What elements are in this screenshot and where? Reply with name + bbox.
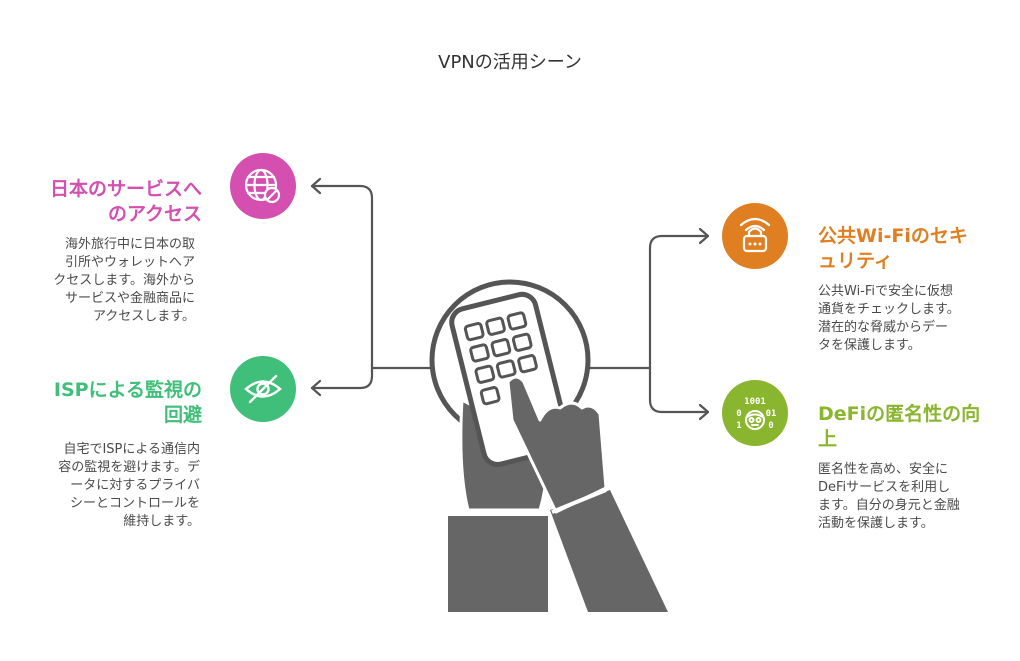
binary-row2-right: 01 [766,409,777,419]
desc-line: 自宅でISPによる通信内 [63,442,200,457]
left-sleeve [448,516,548,612]
binary-row1: 1001 [744,397,766,407]
right-sleeve [550,490,668,612]
wifi-lock-icon [722,203,788,269]
right-hand [506,375,608,514]
desc-line: 容の監視を避けます。デ [58,460,200,475]
heading-line: 上 [818,428,838,450]
desc-line: シーとコントロールを [69,496,200,511]
desc-line: 潜在的な脅威からデー [818,320,949,335]
cuff-line [551,488,607,514]
heading-line: ュリティ [818,250,893,272]
desc-line: 公共Wi-Fiで安全に仮想 [818,284,954,299]
desc-line: アクセスします。 [92,309,195,324]
item-heading-isp-avoid: ISPによる監視の 回避 [20,378,202,428]
item-desc-public-wifi: 公共Wi-Fiで安全に仮想 通貨をチェックします。 潜在的な脅威からデー タを保… [818,283,1008,355]
desc-line: 通貨をチェックします。 [818,302,960,317]
desc-line: ータに対するプライバ [70,478,200,493]
binary-row3-right: 0 [768,421,773,431]
desc-line: 活動を保護します。 [818,516,934,531]
heading-line: 日本のサービスへ [49,178,202,200]
item-desc-japan-services: 海外旅行中に日本の取 引所やウォレットへア クセスします。海外から サービスや金… [20,236,195,326]
page-title: VPNの活用シーン [438,52,582,73]
desc-line: 匿名性を高め、安全に [818,462,949,477]
desc-line: DeFiサービスを利用し [818,480,951,495]
left-connector [310,177,432,397]
binary-row3-left: 1 [736,421,741,431]
item-heading-public-wifi: 公共Wi-Fiのセキ ュリティ [818,224,1008,274]
desc-line: 維持します。 [123,514,200,529]
desc-line: 引所やウォレットへア [64,255,195,270]
right-connector [588,227,710,421]
desc-line: タを保護します。 [818,338,921,353]
item-desc-defi-anon: 匿名性を高め、安全に DeFiサービスを利用し ます。自分の身元と金融 活動を保… [818,461,1008,533]
heading-line: DeFiの匿名性の向 [818,403,981,425]
desc-line: サービスや金融商品に [64,291,195,306]
anonymous-face [745,410,765,430]
eye-slash-icon [230,356,296,422]
desc-line: ます。自分の身元と金融 [818,498,960,513]
heading-line: 公共Wi-Fiのセキ [818,225,968,247]
desc-line: クセスします。海外から [53,273,195,288]
item-heading-japan-services: 日本のサービスへ のアクセス [20,177,202,227]
heading-line: 回避 [163,404,202,426]
heading-line: のアクセス [107,203,202,225]
item-desc-isp-avoid: 自宅でISPによる通信内 容の監視を避けます。デ ータに対するプライバ シーとコ… [20,441,200,531]
hand-phone-illustration [429,279,668,612]
anonymous-binary-icon: 1001 0 01 1 0 [722,380,788,446]
globe-icon [230,153,296,219]
heading-line: ISPによる監視の [53,379,202,401]
item-heading-defi-anon: DeFiの匿名性の向 上 [818,402,1008,452]
binary-row2-left: 0 [736,409,741,419]
desc-line: 海外旅行中に日本の取 [64,237,195,252]
